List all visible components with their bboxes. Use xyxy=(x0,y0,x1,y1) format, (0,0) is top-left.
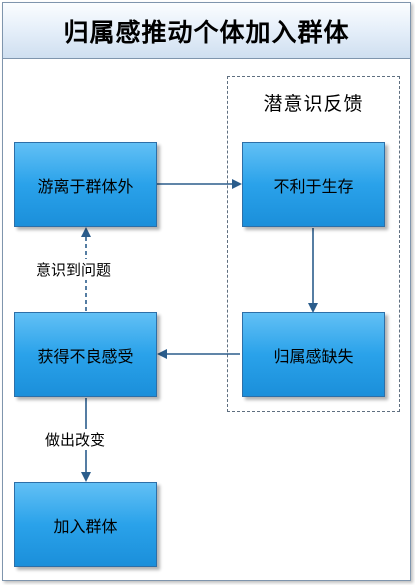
node-bad-survival: 不利于生存 xyxy=(242,142,385,227)
diagram-title: 归属感推动个体加入群体 xyxy=(63,17,350,47)
node-bad-feeling: 获得不良感受 xyxy=(14,312,157,397)
subconscious-feedback-group: 潜意识反馈 xyxy=(227,76,400,412)
node-wander: 游离于群体外 xyxy=(14,142,157,227)
edge-label-change: 做出改变 xyxy=(43,429,108,450)
node-belonging-loss: 归属感缺失 xyxy=(242,312,385,397)
group-label: 潜意识反馈 xyxy=(263,93,364,115)
node-join-group: 加入群体 xyxy=(14,482,157,567)
diagram-header: 归属感推动个体加入群体 xyxy=(3,3,410,59)
edge-label-realize: 意识到问题 xyxy=(34,259,114,280)
